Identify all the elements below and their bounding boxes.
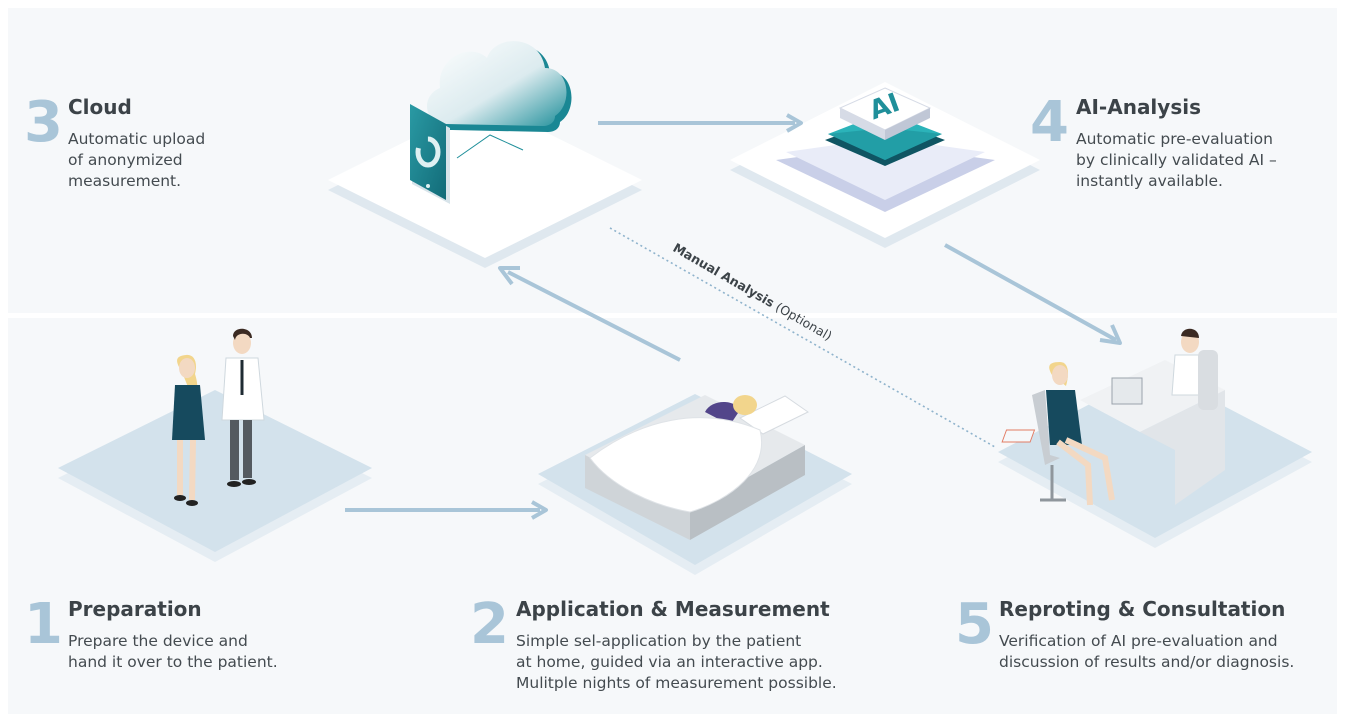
step-number: 5	[955, 592, 994, 657]
step-number: 3	[24, 90, 63, 155]
arrow-preparation-to-measurement	[345, 500, 548, 520]
cloud-icon	[427, 41, 572, 159]
step-number: 4	[1030, 90, 1069, 155]
preparation-platform	[58, 390, 372, 562]
step-description: Automatic pre-evaluation by clinically v…	[1076, 130, 1277, 190]
cloud-platform	[328, 102, 642, 268]
step-description: Verification of AI pre-evaluation and di…	[999, 632, 1295, 671]
step-description: Simple sel-application by the patient at…	[516, 632, 837, 692]
step-title: Preparation	[68, 597, 202, 621]
bed-icon	[585, 395, 809, 540]
doctor-desk-icon	[1001, 328, 1225, 506]
step-number: 1	[24, 592, 63, 657]
arrow-cloud-to-ai	[598, 113, 803, 133]
step-description: Automatic upload of anonymized measureme…	[68, 130, 206, 190]
smartphone-icon	[410, 104, 450, 204]
step-description: Prepare the device and hand it over to t…	[68, 632, 278, 671]
manual-analysis-dotted-line	[609, 227, 996, 448]
step-number: 2	[470, 592, 509, 657]
step-title: AI-Analysis	[1076, 95, 1201, 119]
step-title: Cloud	[68, 95, 132, 119]
cloud-area-panel	[8, 8, 1337, 313]
step-title: Application & Measurement	[516, 597, 830, 621]
ai-chip-icon: AI	[776, 87, 995, 212]
arrow-ai-to-consultation	[944, 243, 1122, 345]
people-icon	[172, 328, 265, 506]
arrow-measurement-to-cloud	[498, 266, 681, 362]
step-title: Reproting & Consultation	[999, 597, 1286, 621]
